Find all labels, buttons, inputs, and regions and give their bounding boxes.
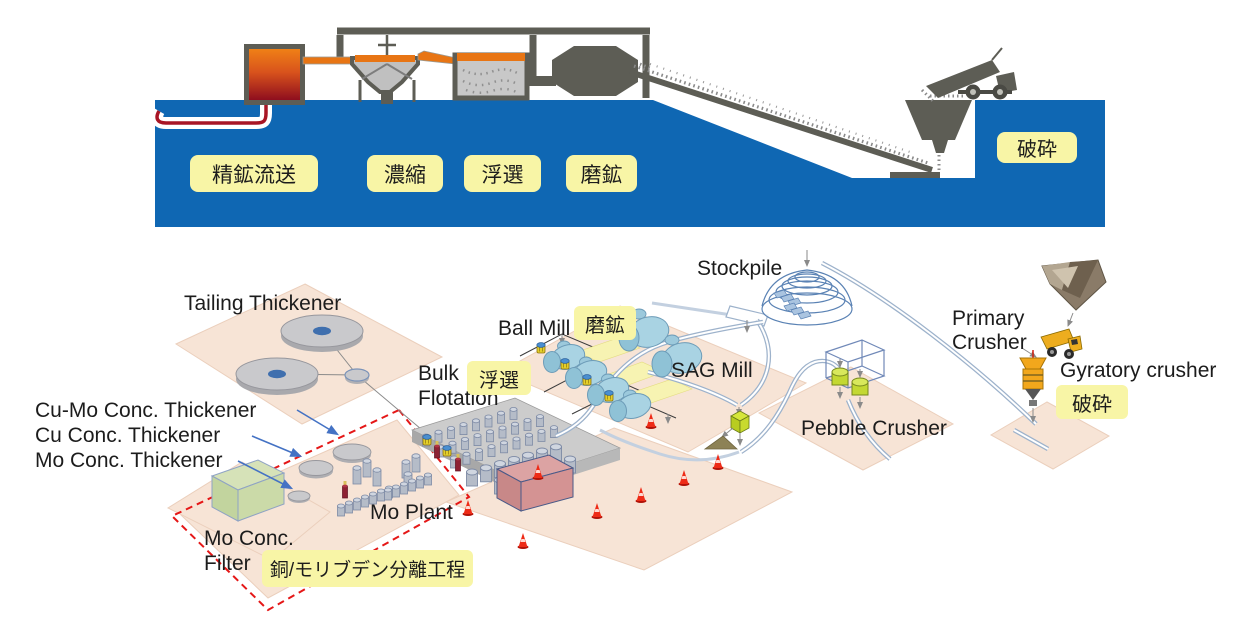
crusher-hopper-icon [905,94,972,173]
haul-truck-icon [920,47,1017,103]
mo-conc-filter-icon [210,459,286,522]
tailing-platform [174,283,444,425]
flotation-tank-icon [452,52,556,101]
cross-section-diagram [151,27,1105,227]
plant-layout-diagram [166,250,1111,612]
ore-rock-icon [1041,259,1107,311]
gyratory-crusher-icon [1019,350,1047,406]
stockpile-dome-icon [761,269,853,326]
incline-conveyor-icon [629,62,940,178]
cu-mo-equipment [210,443,432,522]
pebble-crusher-icon [824,339,886,409]
concentrate-tank-icon [244,44,356,105]
gyratory-platform [989,401,1111,470]
cu-mo-separation-boundary [170,408,471,612]
sag-discharge-icon [703,407,750,450]
thickener-icon [350,50,457,104]
label-arrows [237,409,340,490]
concentrate-pipeline-icon [151,99,272,129]
mine-truck-icon [1040,328,1083,359]
grinding-mill-icon [552,46,653,96]
